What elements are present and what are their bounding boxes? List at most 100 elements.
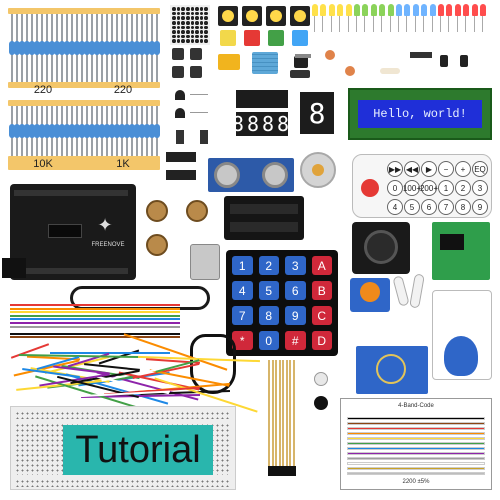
resistor-body	[129, 124, 135, 138]
matrix-dot	[185, 16, 190, 20]
ribbon-wire	[282, 360, 284, 470]
resistor-body	[134, 41, 140, 55]
matrix-dot	[195, 20, 199, 25]
header-pins	[14, 190, 128, 196]
freenove-logo-icon: ✦	[97, 214, 113, 235]
resistor	[19, 106, 25, 156]
resistor-body	[19, 41, 25, 55]
resistor-body	[69, 124, 75, 138]
push-button	[242, 6, 262, 26]
resistor	[9, 14, 15, 82]
color-band-row	[347, 447, 485, 450]
dupont-wire	[10, 318, 180, 321]
remote-button: 2	[455, 180, 471, 196]
resistor	[144, 14, 150, 82]
remote-button: −	[438, 161, 454, 177]
matrix-dot	[190, 30, 195, 34]
resistor-body	[109, 41, 115, 55]
led-leg	[473, 16, 475, 32]
keypad-key: C	[311, 306, 332, 325]
led-leg	[372, 16, 374, 32]
battery-holder	[224, 196, 304, 240]
resistor-tape-top	[8, 8, 160, 14]
resistor-body	[139, 41, 145, 55]
keypad-key: #	[285, 331, 306, 350]
resistor-body	[154, 124, 160, 138]
led	[454, 4, 461, 16]
resistor-body	[134, 124, 140, 138]
resistor	[94, 14, 100, 82]
servo-gear	[360, 282, 380, 302]
matrix-dot	[195, 30, 199, 34]
motor-shaft	[312, 164, 324, 176]
resistor-tape-bottom	[8, 82, 160, 88]
dc-motor	[190, 244, 220, 280]
led-row	[312, 4, 492, 34]
resistor	[34, 14, 40, 82]
color-band-row	[347, 432, 485, 435]
servo-motor	[350, 278, 390, 312]
keypad-key: 6	[285, 281, 306, 300]
resistor	[139, 106, 145, 156]
resistor	[34, 106, 40, 156]
keypad-key: 7	[232, 306, 253, 325]
rfid-antenna	[376, 354, 406, 384]
tactile-switch	[172, 48, 184, 60]
matrix-dot	[172, 30, 176, 34]
push-button	[266, 6, 286, 26]
led	[354, 4, 360, 16]
resistor	[29, 106, 35, 156]
stepper-driver-board	[432, 222, 490, 280]
resistor-body	[34, 41, 40, 55]
resistor	[134, 106, 140, 156]
servo-horn	[409, 273, 425, 309]
capacitor	[460, 55, 468, 67]
resistor	[124, 14, 130, 82]
joystick-knob	[364, 230, 398, 264]
matrix-dot	[190, 11, 195, 16]
dupont-wire	[10, 329, 180, 332]
resistor-body	[109, 124, 115, 138]
led	[345, 4, 352, 16]
matrix-dot	[199, 25, 204, 30]
matrix-dot	[204, 25, 208, 30]
resistor-body	[54, 124, 60, 138]
dupont-wire	[10, 304, 180, 306]
resistor	[64, 14, 70, 82]
color-band-row	[347, 452, 485, 455]
matrix-dot	[185, 20, 190, 25]
resistor	[74, 106, 80, 156]
potentiometer	[146, 234, 168, 256]
resistor	[79, 14, 85, 82]
led	[312, 4, 318, 16]
led-leg	[448, 16, 450, 32]
remote-button: ▶	[421, 161, 437, 177]
resistor-body	[144, 124, 150, 138]
ribbon-wire	[285, 360, 288, 470]
slide-switch	[176, 130, 184, 144]
button-cap-red	[244, 30, 260, 46]
ic-chip	[166, 170, 196, 180]
transistor	[175, 90, 185, 100]
matrix-dot	[204, 39, 208, 43]
resistor-body	[129, 41, 135, 55]
matrix-dot	[199, 34, 204, 39]
matrix-dot	[204, 7, 208, 11]
matrix-dot	[190, 34, 195, 39]
led-leg	[314, 16, 315, 32]
resistor-body	[154, 41, 160, 55]
potentiometer	[146, 200, 168, 222]
remote-button: 100+	[403, 180, 421, 196]
wire-lead	[190, 112, 208, 113]
resistor-body	[64, 124, 70, 138]
color-band-row	[347, 417, 485, 420]
remote-button: 0	[387, 180, 403, 196]
remote-button: 4	[387, 199, 403, 215]
keypad-ribbon-cable	[268, 360, 296, 480]
led	[412, 4, 419, 16]
resistor	[39, 106, 45, 156]
remote-button: 5	[404, 199, 420, 215]
color-band-row	[347, 427, 485, 430]
resistor-body	[114, 124, 120, 138]
diode	[380, 68, 400, 74]
